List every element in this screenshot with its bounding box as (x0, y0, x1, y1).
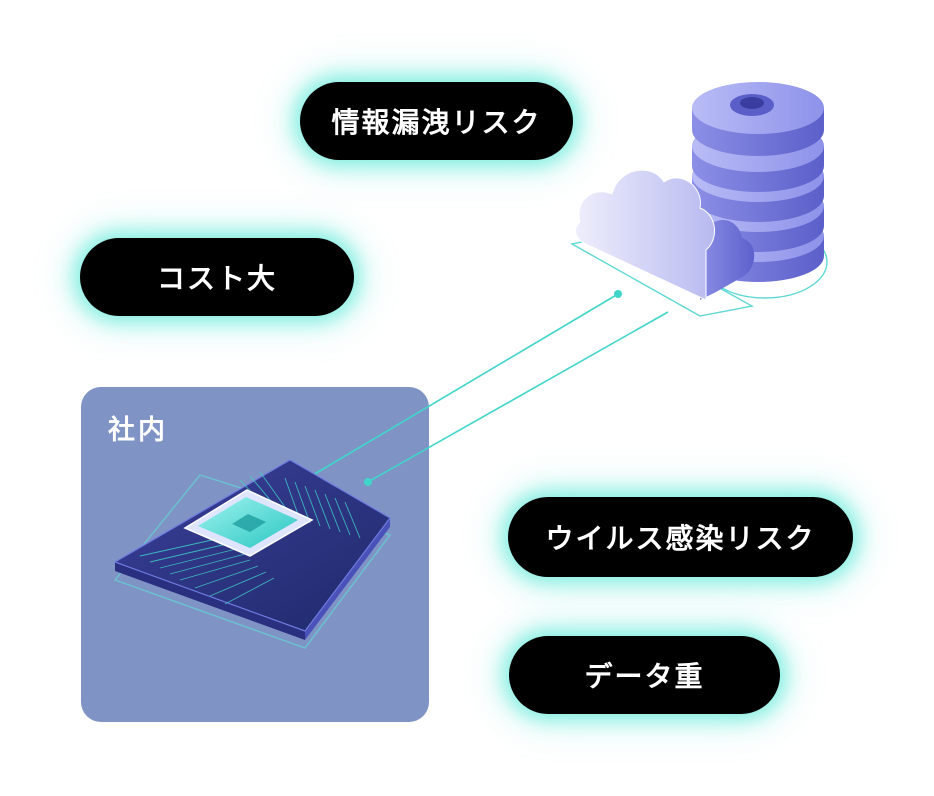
connector-lines (312, 290, 669, 486)
connector-dot-top (614, 290, 622, 298)
risk-pill-info-leak: 情報漏洩リスク (300, 82, 573, 160)
chip-board-side (115, 562, 305, 640)
server-top-cap (692, 82, 824, 156)
connector-line-2 (367, 311, 669, 483)
cloud-icon (570, 169, 755, 317)
chip-traces (139, 471, 361, 605)
risk-pill-cost: コスト大 (80, 238, 354, 316)
risk-pill-virus: ウイルス感染リスク (508, 497, 853, 577)
cpu-chip-icon (113, 459, 392, 649)
cloud-face (574, 169, 715, 301)
chip-core-center (232, 514, 266, 532)
chip-shadow (113, 474, 392, 649)
chip-board-side-right (305, 518, 390, 640)
connector-dot-bottom (364, 478, 372, 486)
connector-line-1 (312, 293, 619, 476)
internal-label: 社内 (108, 415, 168, 446)
risk-pill-data-heavy: データ重 (509, 636, 780, 714)
